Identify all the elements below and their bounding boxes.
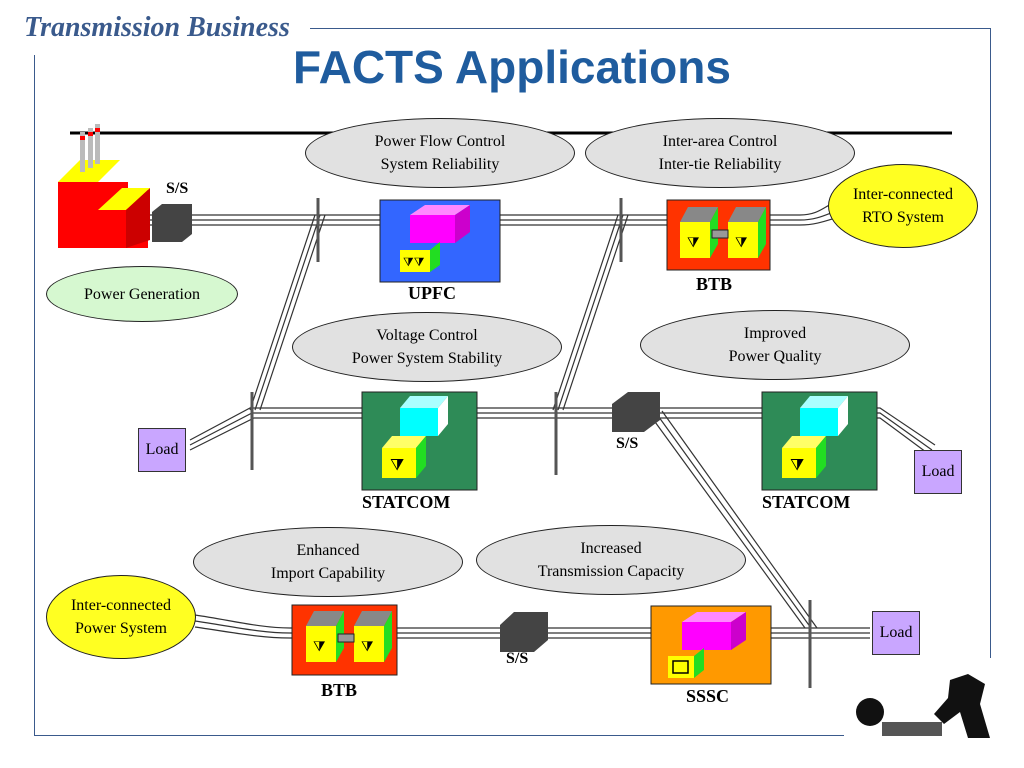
oval-enhanced-import: Enhanced Import Capability <box>193 527 463 597</box>
oval-power-generation: Power Generation <box>46 266 238 322</box>
substation-top-icon <box>152 204 192 242</box>
svg-text:⧩: ⧩ <box>361 640 374 655</box>
diagonal-tie-lines <box>249 214 818 629</box>
oval-interconnected-power-system: Inter-connected Power System <box>46 575 196 659</box>
label-ss-top: S/S <box>166 180 189 197</box>
upfc-device: ⧩⧩ <box>379 199 501 283</box>
oval-rto-system: Inter-connected RTO System <box>828 164 978 248</box>
svg-text:⧩: ⧩ <box>687 236 700 251</box>
oval-power-flow-control: Power Flow Control System Reliability <box>305 118 575 188</box>
oval-voltage-control: Voltage Control Power System Stability <box>292 312 562 382</box>
btb-top-device: ⧩ ⧩ <box>666 199 771 271</box>
load-left-box: Load <box>138 428 186 472</box>
slide-title: FACTS Applications <box>293 41 731 93</box>
label-btb-bottom: BTB <box>321 680 358 700</box>
label-ss-bottom: S/S <box>506 650 529 667</box>
substation-mid-icon <box>612 392 660 432</box>
load-bottom-box: Load <box>872 611 920 655</box>
label-statcom-left: STATCOM <box>362 492 451 512</box>
towers <box>250 198 812 688</box>
frame-bottom-line <box>34 735 844 736</box>
frame-right-line <box>990 28 991 658</box>
svg-text:⧩: ⧩ <box>390 457 404 474</box>
power-plant-icon <box>58 124 150 248</box>
btb-bottom-device: ⧩ ⧩ <box>291 604 398 676</box>
label-statcom-right: STATCOM <box>762 492 851 512</box>
middle-transmission-line <box>189 407 936 456</box>
oval-improved-power-quality: Improved Power Quality <box>640 310 910 380</box>
load-right-box: Load <box>914 450 962 494</box>
label-ss-mid: S/S <box>616 435 639 452</box>
svg-text:⧩: ⧩ <box>735 236 748 251</box>
statcom-left-device: ⧩ <box>361 391 478 491</box>
svg-text:⧩: ⧩ <box>790 457 804 474</box>
label-upfc: UPFC <box>408 283 456 303</box>
sssc-device <box>650 605 772 685</box>
svg-text:⧩: ⧩ <box>313 640 326 655</box>
svg-text:⧩⧩: ⧩⧩ <box>403 255 425 269</box>
label-sssc: SSSC <box>686 686 730 706</box>
statcom-right-device: ⧩ <box>761 391 878 491</box>
substation-bottom-icon <box>500 612 548 652</box>
oval-increased-capacity: Increased Transmission Capacity <box>476 525 746 595</box>
frame-top-line <box>310 28 990 29</box>
bottom-transmission-line <box>194 614 870 639</box>
oval-inter-area-control: Inter-area Control Inter-tie Reliability <box>585 118 855 188</box>
logo-icon <box>856 674 990 738</box>
header-title: Transmission Business <box>24 12 290 43</box>
frame-left-line <box>34 55 35 735</box>
label-btb-top: BTB <box>696 274 733 294</box>
